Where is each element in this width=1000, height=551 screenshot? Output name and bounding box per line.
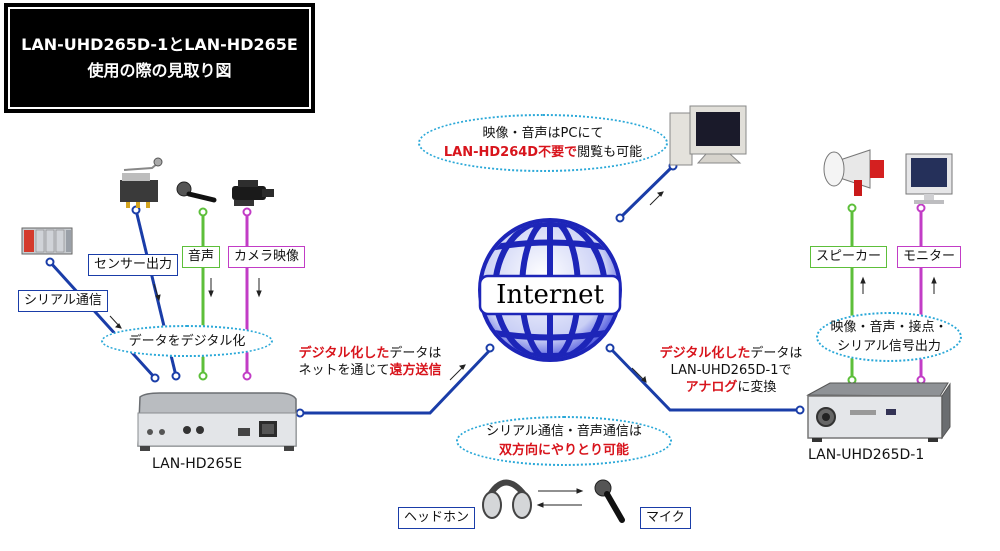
camera-video-label: カメラ映像 — [228, 246, 306, 268]
send-note-red2: 遠方送信 — [389, 363, 442, 378]
convert-note-rest1: データは — [750, 346, 803, 361]
convert-note-red1: デジタル化した — [659, 346, 751, 361]
diagram-title-box: LAN-UHD265D-1とLAN-HD265E 使用の際の見取り図 — [4, 3, 315, 113]
mic-label: マイク — [640, 507, 691, 529]
output-bubble-line1: 映像・音声・接点・ — [830, 320, 948, 335]
send-note-rest1: データは — [389, 346, 442, 361]
serial-comm-label: シリアル通信 — [18, 290, 108, 312]
sensor-switch-icon — [120, 157, 163, 208]
title-line-2: 使用の際の見取り図 — [87, 61, 232, 80]
convert-note-red3: アナログ — [685, 380, 738, 395]
bidirectional-bubble: シリアル通信・音声通信は 双方向にやりとり可能 — [456, 416, 672, 466]
pc-computer-icon — [669, 105, 747, 166]
output-signal-bubble: 映像・音声・接点・ シリアル信号出力 — [816, 312, 962, 362]
bidirectional-line1: シリアル通信・音声通信は — [486, 424, 642, 439]
monitor-label: モニター — [897, 246, 962, 268]
pc-bubble-line1: 映像・音声はPCにて — [482, 126, 604, 141]
digitize-bubble: データをデジタル化 — [101, 325, 273, 357]
monitor-display-icon — [905, 153, 953, 204]
convert-note-rest3: に変換 — [737, 380, 777, 395]
decoder-name: LAN-UHD265D-1 — [808, 447, 925, 463]
send-note-rest2: ネットを通じて — [298, 363, 390, 378]
lan-hd265e-device — [137, 392, 297, 451]
internet-label: Internet — [496, 280, 604, 310]
digitize-bubble-text: データをデジタル化 — [128, 333, 246, 349]
remote-send-note: デジタル化したデータは ネットを通じて遠方送信 — [290, 345, 450, 379]
audio-label: 音声 — [182, 246, 221, 268]
speaker-megaphone-icon — [823, 149, 884, 196]
lan-uhd265d-1-device — [806, 382, 951, 442]
serial-plc-device-icon — [21, 227, 73, 255]
output-bubble-line2: シリアル信号出力 — [837, 339, 941, 354]
analog-convert-note: デジタル化したデータは LAN-UHD265D-1で アナログに変換 — [650, 345, 812, 396]
headphones-icon — [482, 479, 532, 519]
bidirectional-line2: 双方向にやりとり可能 — [498, 443, 629, 458]
handheld-mic-icon — [594, 479, 625, 523]
microphone-icon — [176, 181, 217, 203]
pc-bubble-red: LAN-HD264D不要で — [443, 145, 578, 160]
sensor-output-label: センサー出力 — [88, 254, 179, 276]
send-note-red1: デジタル化した — [298, 346, 390, 361]
pc-viewing-bubble: 映像・音声はPCにて LAN-HD264D不要で閲覧も可能 — [418, 114, 668, 172]
title-line-1: LAN-UHD265D-1とLAN-HD265E — [21, 35, 298, 54]
convert-note-line2: LAN-UHD265D-1で — [670, 363, 792, 378]
speaker-label: スピーカー — [810, 246, 888, 268]
headphone-label: ヘッドホン — [398, 507, 476, 529]
pc-bubble-rest: 閲覧も可能 — [577, 145, 643, 160]
video-camera-icon — [232, 180, 274, 206]
encoder-name: LAN-HD265E — [152, 456, 243, 472]
